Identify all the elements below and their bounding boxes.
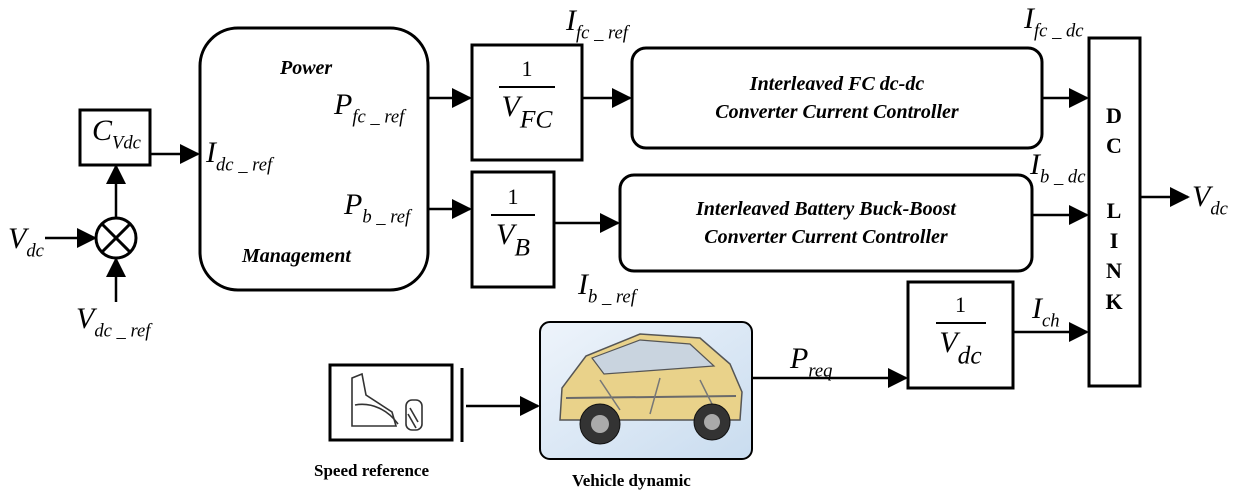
- ib-dc-label: Ib _ dc: [1030, 148, 1086, 188]
- dc-link-letter: I: [1109, 228, 1119, 253]
- vb-divider-block: [470, 170, 556, 289]
- vdc-input-label: Vdc: [8, 222, 44, 262]
- preq-label: Preq: [790, 342, 833, 382]
- power-management-title: Power: [280, 57, 333, 79]
- cvdc-label: CVdc: [92, 114, 141, 154]
- pb-ref-label: Pb _ ref: [344, 188, 411, 228]
- vb-fraction: 1 VB: [472, 184, 554, 262]
- vfc-numerator: 1: [521, 56, 533, 81]
- ifc-dc-label: Ifc _ dc: [1024, 2, 1084, 42]
- battery-converter-line2: Converter Current Controller: [704, 226, 948, 248]
- dc-link-letter: D: [1106, 103, 1122, 128]
- ifc-ref-label: Ifc _ ref: [566, 4, 628, 44]
- power-management-block: [198, 26, 430, 292]
- idc-ref-label: Idc _ ref: [206, 136, 273, 176]
- vdc-output-label: Vdc: [1192, 180, 1228, 220]
- vfc-divider-block: [470, 43, 584, 162]
- fc-converter-block: [630, 46, 1044, 150]
- speed-reference-caption: Speed reference: [314, 461, 430, 480]
- vehicle-icon: [539, 321, 753, 460]
- power-management-footer: Management: [242, 245, 351, 267]
- vdc-fraction: 1 Vdc: [908, 292, 1013, 370]
- vdc-numerator: 1: [955, 292, 966, 317]
- vdc-divider-block: [906, 280, 1015, 390]
- fc-converter-line2: Converter Current Controller: [715, 101, 959, 123]
- dc-link-letter: L: [1106, 198, 1122, 223]
- battery-converter-line1: Interleaved Battery Buck-Boost: [696, 198, 956, 220]
- battery-converter-block: [618, 173, 1034, 273]
- pedal-box: [328, 363, 454, 442]
- dc-link-letter: C: [1106, 133, 1122, 158]
- dc-link-letter: K: [1105, 289, 1123, 314]
- vfc-fraction: 1 VFC: [472, 56, 582, 134]
- vehicle-dynamic-caption: Vehicle dynamic: [572, 471, 691, 490]
- dc-link-block: [1087, 36, 1142, 388]
- dc-link-letter: N: [1106, 258, 1122, 283]
- ib-ref-label: Ib _ ref: [578, 268, 636, 308]
- fc-converter-line1: Interleaved FC dc-dc: [749, 73, 925, 95]
- ich-label: Ich: [1032, 292, 1060, 332]
- vb-numerator: 1: [507, 184, 519, 209]
- pfc-ref-label: Pfc _ ref: [334, 88, 405, 128]
- vdc-ref-label: Vdc _ ref: [76, 302, 151, 342]
- pedal-icon: [351, 372, 423, 431]
